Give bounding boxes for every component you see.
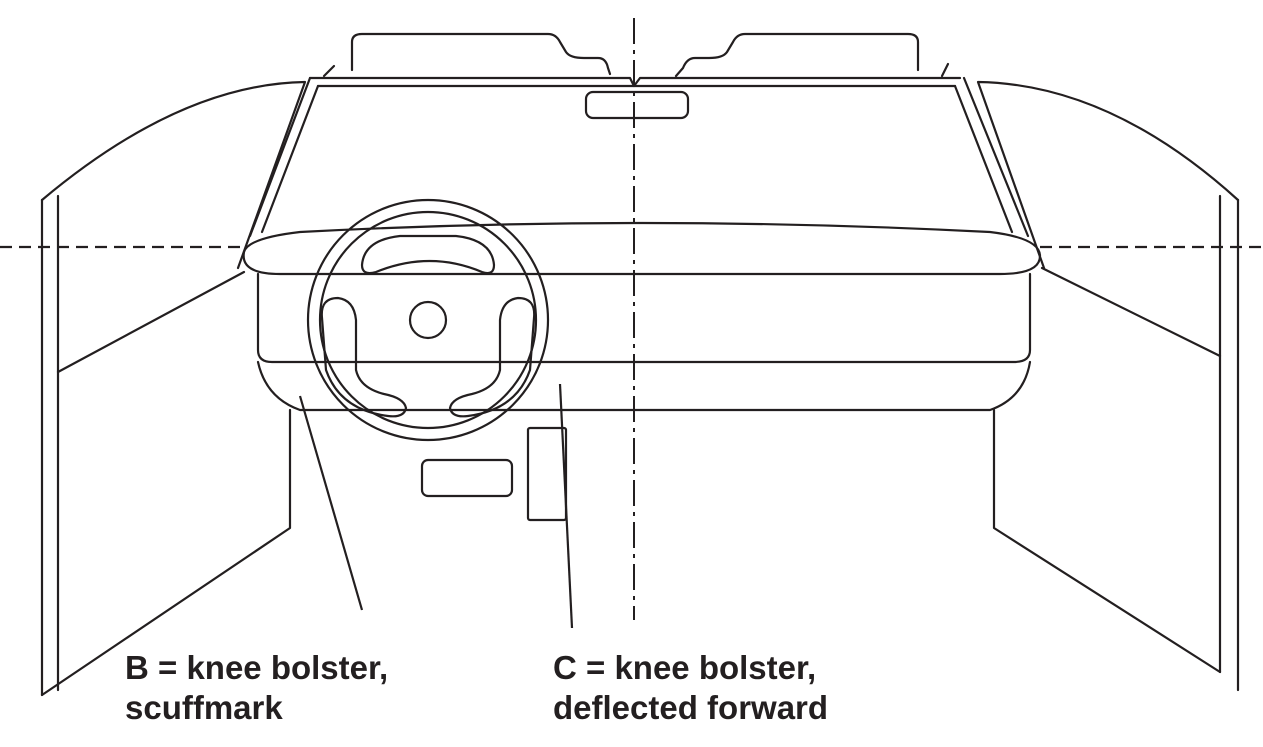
label-knee-bolster-deflected: C = knee bolster, deflected forward xyxy=(553,648,828,728)
wiper-icon xyxy=(322,32,950,78)
label-b-line2: scuffmark xyxy=(125,689,283,726)
rearview-mirror-icon xyxy=(584,90,690,120)
leader-line-b xyxy=(298,395,364,611)
label-c-line2: deflected forward xyxy=(553,689,829,726)
right-door xyxy=(976,80,1240,692)
left-door xyxy=(40,80,307,697)
dashboard xyxy=(242,221,1042,412)
a-pillar-left xyxy=(260,84,320,234)
lower-panel-vent xyxy=(526,426,568,522)
label-b-line1: B = knee bolster, xyxy=(125,649,389,686)
label-c-line1: C = knee bolster, xyxy=(553,649,817,686)
a-pillar-right xyxy=(953,84,1014,234)
steering-wheel-icon xyxy=(306,198,550,442)
lower-panel-switch xyxy=(420,458,514,498)
label-knee-bolster-scuffmark: B = knee bolster, scuffmark xyxy=(125,648,388,728)
leader-line-c xyxy=(558,383,574,629)
